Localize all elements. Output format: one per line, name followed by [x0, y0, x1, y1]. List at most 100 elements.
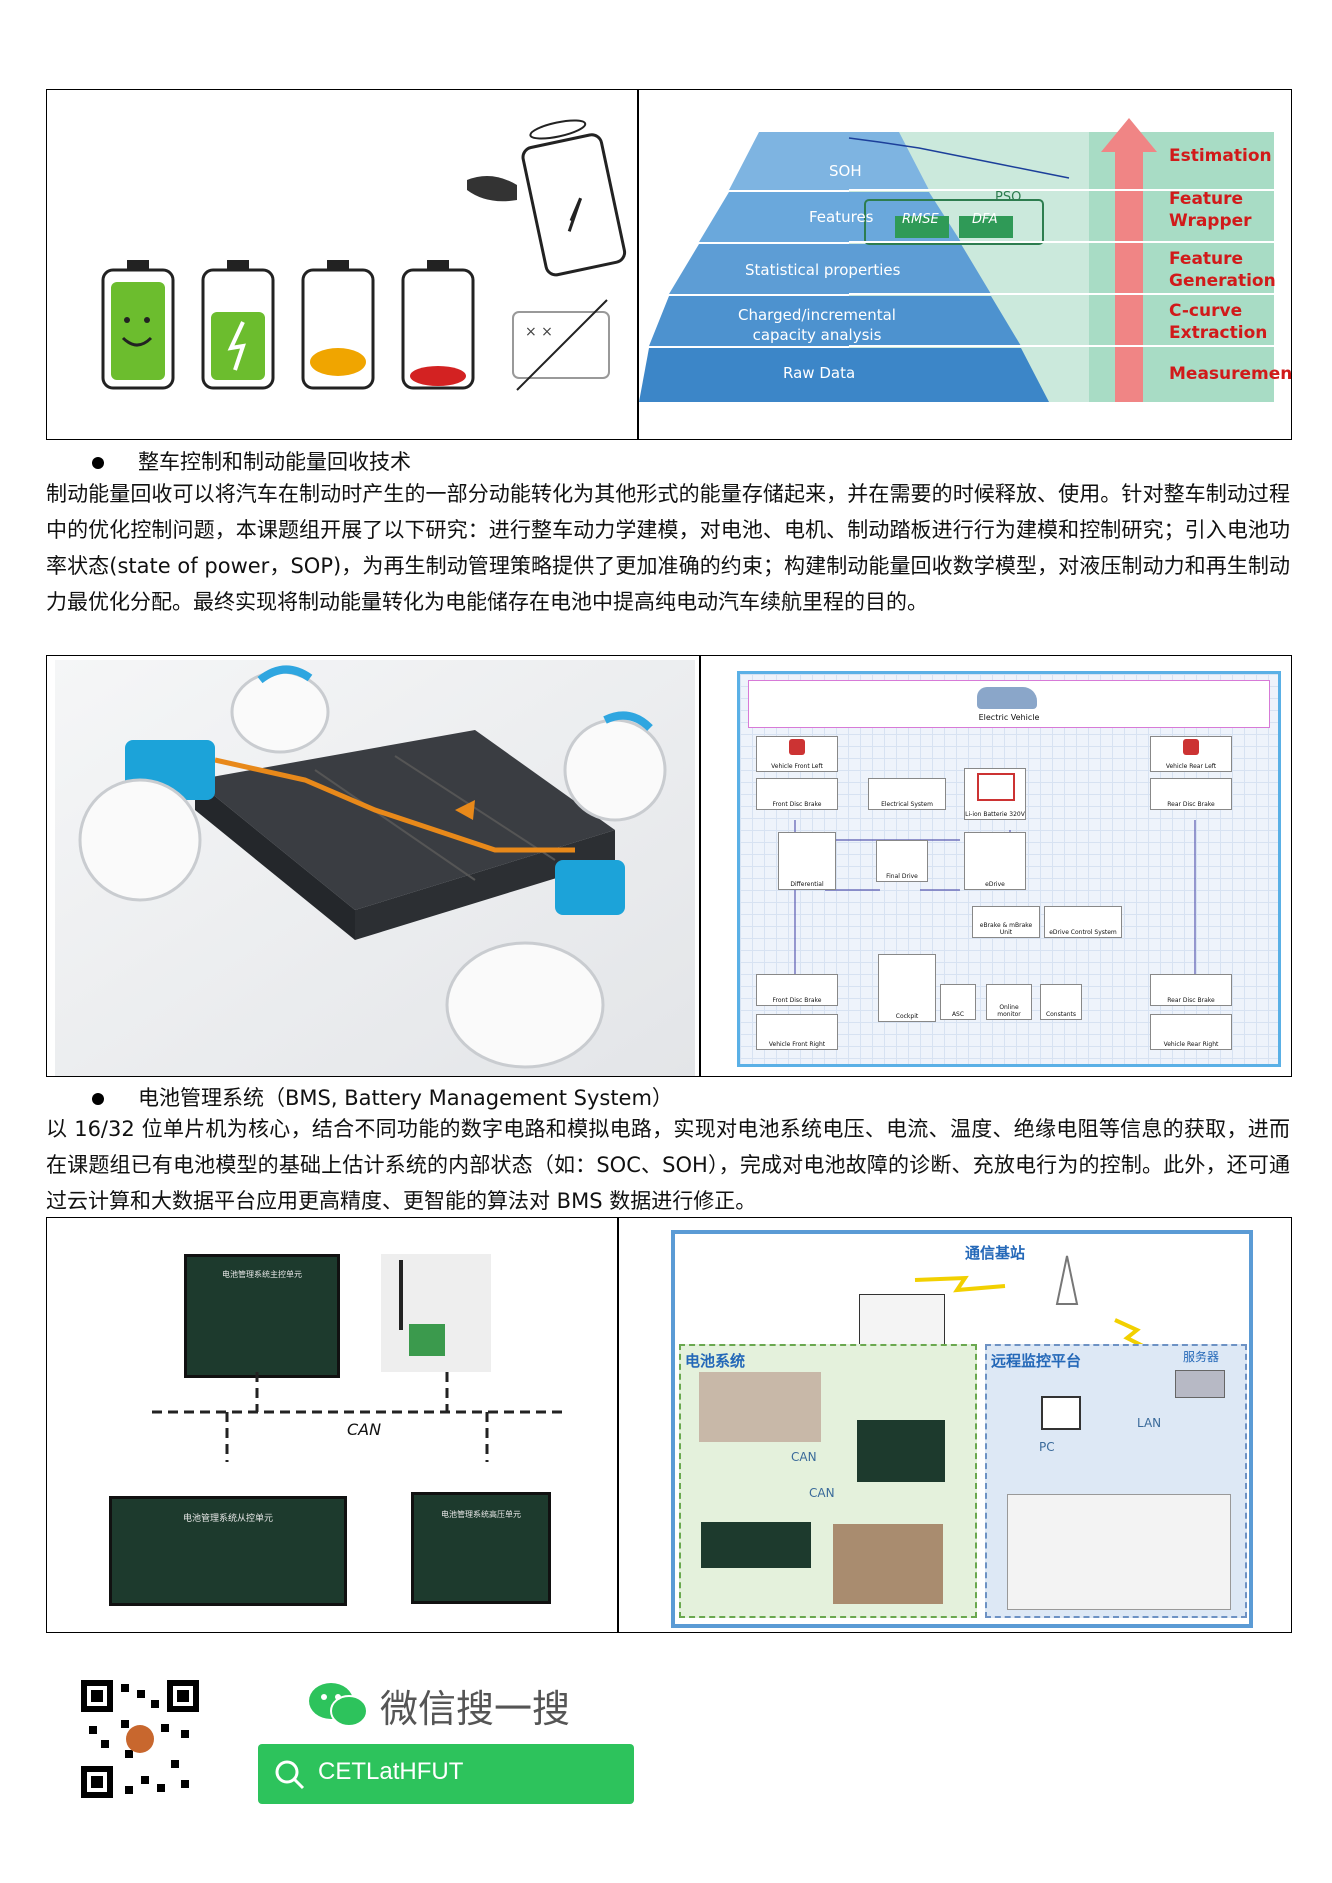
battery-icon	[977, 773, 1015, 801]
panel-divider	[617, 1218, 619, 1632]
sim-block-rear-left[interactable]: Vehicle Rear Left	[1150, 736, 1232, 772]
stage-feature-generation: Feature Generation	[1169, 249, 1276, 291]
bullet-dot	[92, 1093, 104, 1105]
sim-block-battery[interactable]: Li-ion Batterie 320V	[964, 768, 1026, 820]
lan-label: LAN	[1137, 1416, 1162, 1430]
slave-unit-label: 电池管理系统从控单元	[182, 1514, 273, 1524]
can-label-1: CAN	[791, 1450, 817, 1464]
stage-c-curve: C-curve Extraction	[1169, 301, 1268, 343]
search-icon	[275, 1760, 305, 1790]
pso-label: PSO	[995, 190, 1022, 205]
stage-measurement: Measurement	[1169, 364, 1292, 384]
sim-block-electrical[interactable]: Electrical System	[868, 778, 946, 810]
hv-unit-label: 电池管理系统高压单元	[441, 1510, 521, 1519]
base-station-label: 通信基站	[965, 1244, 1026, 1262]
battery-system-label: 电池系统	[685, 1352, 746, 1370]
braking-heading-text: 整车控制和制动能量回收技术	[138, 450, 411, 474]
sim-block-final-drive[interactable]: Final Drive	[876, 840, 928, 882]
wireless-module-photo	[381, 1254, 491, 1372]
bms-heading: 电池管理系统（BMS, Battery Management System）	[92, 1082, 673, 1112]
battery-full-icon	[101, 260, 175, 390]
sim-block-label: Cockpit	[895, 1013, 919, 1020]
sim-block-label: Final Drive	[886, 873, 918, 880]
sim-block-front-left[interactable]: Vehicle Front Left	[756, 736, 838, 772]
sim-block-differential[interactable]: Differential	[778, 832, 836, 890]
wechat-icon	[309, 1683, 368, 1727]
braking-heading: 整车控制和制动能量回收技术	[92, 446, 411, 476]
sim-block-label: Vehicle Front Right	[768, 1041, 826, 1048]
can-bus-label: CAN	[347, 1420, 382, 1439]
vehicle-block[interactable]: Electric Vehicle	[748, 680, 1270, 728]
sim-block-cockpit[interactable]: Cockpit	[878, 954, 936, 1022]
sim-block-rear-disc-brake[interactable]: Rear Disc Brake	[1150, 778, 1232, 810]
qr-code	[81, 1680, 199, 1798]
bms-master-unit-photo: 电池管理系统主控单元	[184, 1254, 340, 1378]
soh-estimation-pyramid-figure	[639, 118, 1274, 402]
rmse-label: RMSE	[902, 212, 939, 227]
bms-hv-unit-photo: 电池管理系统高压单元	[411, 1492, 551, 1604]
sim-block-rear-right[interactable]: Vehicle Rear Right	[1150, 1014, 1232, 1050]
panel-divider	[699, 656, 701, 1076]
sim-block-label: Rear Disc Brake	[1167, 997, 1215, 1004]
pyramid-level-statistical: Statistical properties	[745, 261, 901, 279]
battery-half-icon	[301, 260, 375, 390]
bms-paragraph: 以 16/32 位单片机为核心，结合不同功能的数字电路和模拟电路，实现对电池系统…	[46, 1117, 1290, 1213]
dfa-label: DFA	[972, 212, 998, 227]
antenna-icon	[399, 1260, 403, 1330]
vehicle-figure-panel: Electric Vehicle Vehicle Front Left Fron…	[46, 655, 1292, 1077]
battery-low-icon	[401, 260, 475, 390]
sim-block-asc[interactable]: ASC	[940, 984, 976, 1020]
sim-block-label: eBrake & mBrake Unit	[979, 922, 1033, 936]
monitoring-software-screenshot	[1007, 1494, 1231, 1610]
sim-block-ebrake-unit[interactable]: eBrake & mBrake Unit	[972, 906, 1040, 938]
sim-block-edrive[interactable]: eDrive	[964, 832, 1026, 890]
bullet-dot	[92, 457, 104, 469]
sim-block-rear-disc-brake-2[interactable]: Rear Disc Brake	[1150, 974, 1232, 1006]
sim-block-online-monitor[interactable]: Online monitor	[986, 984, 1032, 1020]
pc-icon	[1041, 1396, 1081, 1430]
sim-block-front-right[interactable]: Vehicle Front Right	[756, 1014, 838, 1050]
car-icon	[977, 687, 1037, 709]
sim-block-front-disc-brake[interactable]: Front Disc Brake	[756, 778, 838, 810]
sim-block-label: eDrive Control System	[1049, 929, 1117, 936]
simulation-model-diagram: Electric Vehicle Vehicle Front Left Fron…	[737, 671, 1281, 1067]
pyramid-level-raw: Raw Data	[783, 364, 856, 382]
sim-block-constants[interactable]: Constants	[1040, 984, 1082, 1020]
sim-block-label: eDrive	[985, 881, 1005, 888]
ev-chassis-illustration	[55, 660, 695, 1076]
sim-block-label: Front Disc Brake	[772, 801, 822, 808]
pyramid-level-features: Features	[809, 208, 874, 226]
sim-block-edrive-control[interactable]: eDrive Control System	[1044, 906, 1122, 938]
wechat-search-text: 微信搜一搜	[380, 1687, 571, 1731]
sim-block-label: Electrical System	[881, 801, 933, 808]
sim-block-label: Constants	[1045, 1011, 1077, 1018]
sim-block-label: Vehicle Rear Left	[1165, 763, 1217, 770]
can-bus-lines	[152, 1372, 567, 1462]
pyramid-level-ica: Charged/incremental capacity analysis	[738, 306, 896, 344]
sim-block-label: Li-ion Batterie 320V	[965, 811, 1025, 818]
svg-text:× ×: × ×	[525, 324, 553, 340]
stage-feature-wrapper: Feature Wrapper	[1169, 189, 1252, 231]
sim-block-label: Online monitor	[997, 1004, 1021, 1018]
pyramid-level-soh: SOH	[829, 162, 862, 180]
vehicle-label: Electric Vehicle	[978, 713, 1040, 722]
sim-block-label: ASC	[951, 1011, 965, 1018]
bms-slave-unit-photo: 电池管理系统从控单元	[109, 1496, 347, 1606]
master-unit-label: 电池管理系统主控单元	[222, 1270, 302, 1279]
battery-charging-icon	[201, 260, 275, 390]
panel-divider	[637, 90, 639, 439]
remote-monitoring-diagram: 通信基站 电池系统 CAN CAN 远程监控平台 服务器 LAN PC	[671, 1230, 1253, 1628]
pc-label: PC	[1039, 1440, 1055, 1454]
account-name: CETLatHFUT	[318, 1758, 464, 1785]
bms-hardware-panel: 电池管理系统主控单元 CAN 电池管理系统从控单元 电池管理系统高压单元 通信基…	[46, 1217, 1292, 1633]
sim-block-label: Vehicle Front Left	[771, 763, 823, 770]
remote-platform-box: 远程监控平台 服务器 LAN PC	[985, 1344, 1247, 1618]
braking-paragraph: 制动能量回收可以将汽车在制动时产生的一部分动能转化为其他形式的能量存储起来，并在…	[46, 482, 1290, 614]
sim-block-label: Front Disc Brake	[772, 997, 822, 1004]
brake-icon	[789, 739, 805, 755]
ev-dashboard-photo	[699, 1372, 821, 1442]
signal-tower-icon	[914, 1255, 1156, 1354]
wechat-search-button[interactable]: CETLatHFUT	[258, 1744, 634, 1804]
sim-block-front-disc-brake-2[interactable]: Front Disc Brake	[756, 974, 838, 1006]
sim-block-label: Vehicle Rear Right	[1163, 1041, 1219, 1048]
